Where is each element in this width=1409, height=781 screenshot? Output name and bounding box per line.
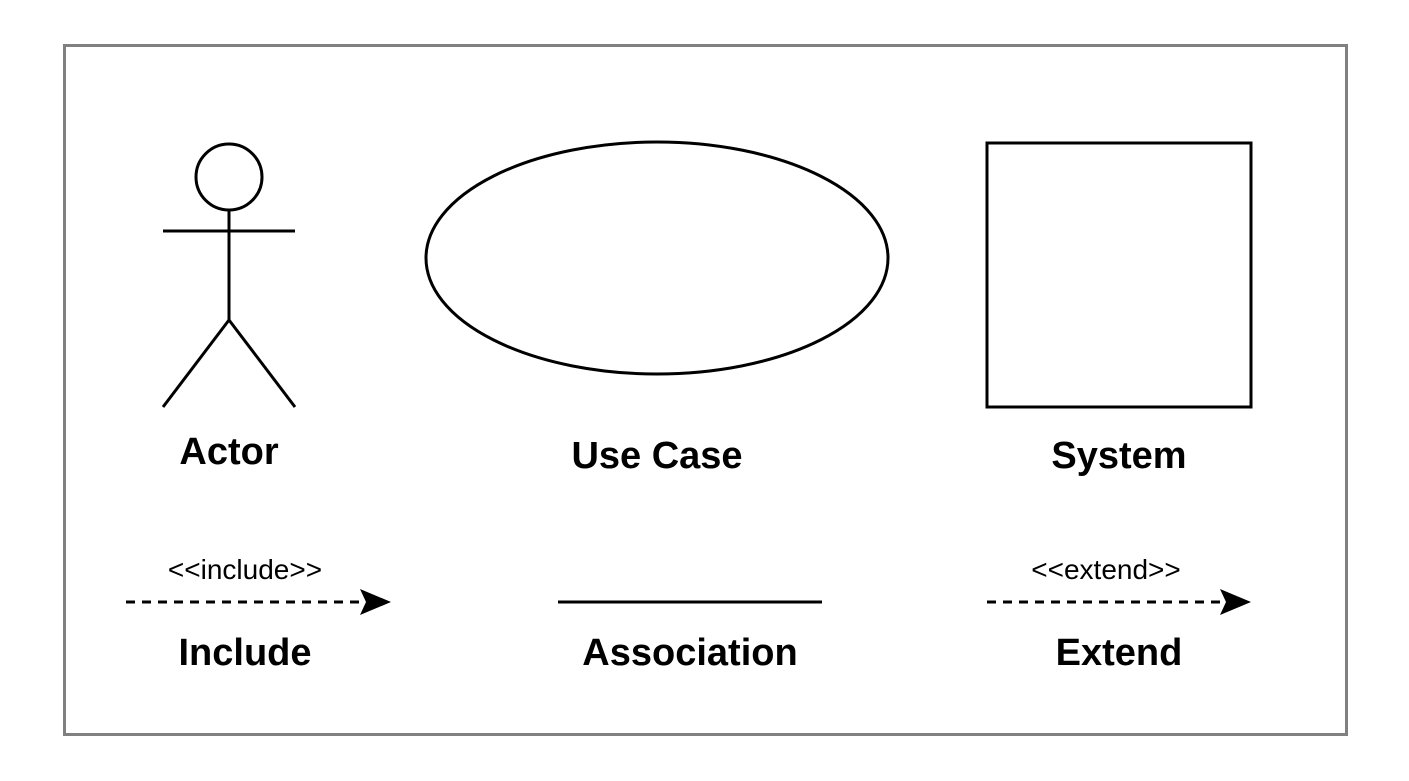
association-label: Association: [582, 632, 798, 674]
include-arrow: [126, 589, 391, 615]
extend-stereotype: <<extend>>: [1031, 554, 1181, 585]
use-case-label: Use Case: [571, 435, 743, 477]
include-stereotype: <<include>>: [167, 554, 323, 585]
extend-arrow: [987, 589, 1251, 615]
include-label: Include: [178, 632, 312, 674]
legend-frame: [63, 44, 1348, 736]
use-case-ellipse: [424, 140, 890, 376]
extend-label: Extend: [1055, 632, 1183, 674]
system-label: System: [1051, 435, 1187, 477]
system-box: [985, 141, 1253, 409]
actor-icon: [161, 142, 297, 408]
actor-label: Actor: [179, 431, 279, 473]
